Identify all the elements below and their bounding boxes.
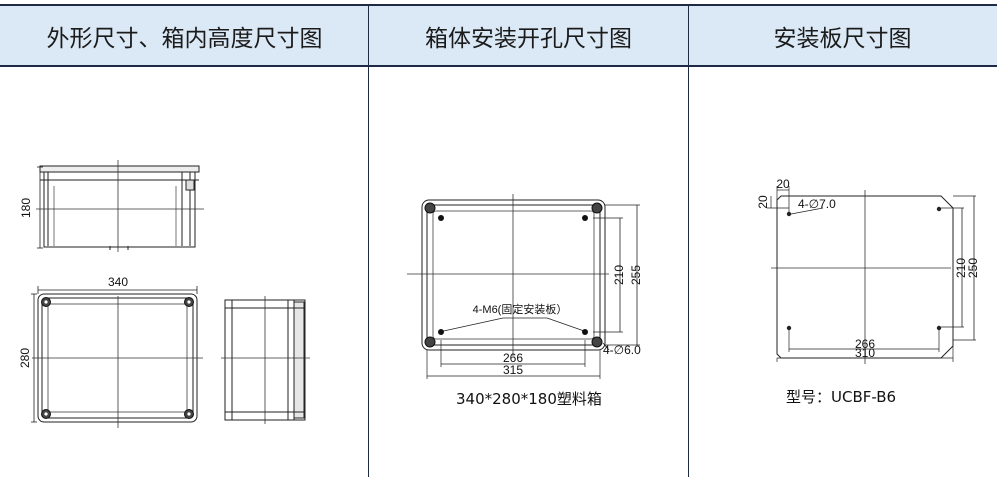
mounting-plate-drawing: 20 20 4-∅7.0 210 250 266 310 bbox=[756, 177, 980, 364]
plate-inner-width-label: 266 bbox=[855, 337, 875, 351]
side-height-label: 180 bbox=[19, 198, 33, 218]
inner-height-label: 210 bbox=[612, 265, 626, 285]
column-divider-2 bbox=[688, 4, 689, 477]
housing-corner-screws bbox=[424, 202, 603, 348]
side-view bbox=[36, 160, 204, 252]
header-outline-dimensions: 外形尺寸、箱内高度尺寸图 bbox=[46, 25, 323, 52]
plate-outer-height-label: 250 bbox=[966, 258, 980, 278]
front-width-label: 340 bbox=[108, 275, 128, 289]
plate-mounting-holes bbox=[786, 206, 942, 331]
offset-x-label: 20 bbox=[776, 177, 790, 191]
header-mounting-plate: 安装板尺寸图 bbox=[773, 25, 912, 52]
column-divider-1 bbox=[368, 4, 369, 477]
front-height-label: 280 bbox=[18, 348, 32, 368]
box-size-caption: 340*280*180塑料箱 bbox=[456, 390, 602, 408]
plate-hole-callout: 4-∅7.0 bbox=[798, 197, 836, 211]
m6-hole-callout: 4-M6(固定安装板） bbox=[473, 302, 568, 316]
header-mounting-holes: 箱体安装开孔尺寸图 bbox=[425, 25, 632, 52]
corner-hole-label: 4-∅6.0 bbox=[603, 343, 641, 357]
inner-width-label: 266 bbox=[503, 351, 523, 365]
outer-width-label: 315 bbox=[503, 363, 523, 377]
plate-outer-width-label: 310 bbox=[855, 346, 875, 360]
outline-drawing: 180 340 280 bbox=[18, 160, 310, 428]
mounting-holes-m6 bbox=[438, 215, 588, 335]
outer-height-label: 255 bbox=[629, 265, 643, 285]
front-view bbox=[31, 286, 203, 428]
mounting-hole-drawing: 4-M6(固定安装板） 210 255 266 315 4-∅6.0 bbox=[407, 194, 643, 379]
plate-inner-height-label: 210 bbox=[954, 258, 968, 278]
model-caption: 型号：UCBF-B6 bbox=[786, 388, 897, 406]
offset-y-label: 20 bbox=[756, 195, 770, 209]
header-row: 外形尺寸、箱内高度尺寸图 箱体安装开孔尺寸图 安装板尺寸图 bbox=[0, 4, 997, 67]
right-side-view bbox=[221, 296, 310, 424]
